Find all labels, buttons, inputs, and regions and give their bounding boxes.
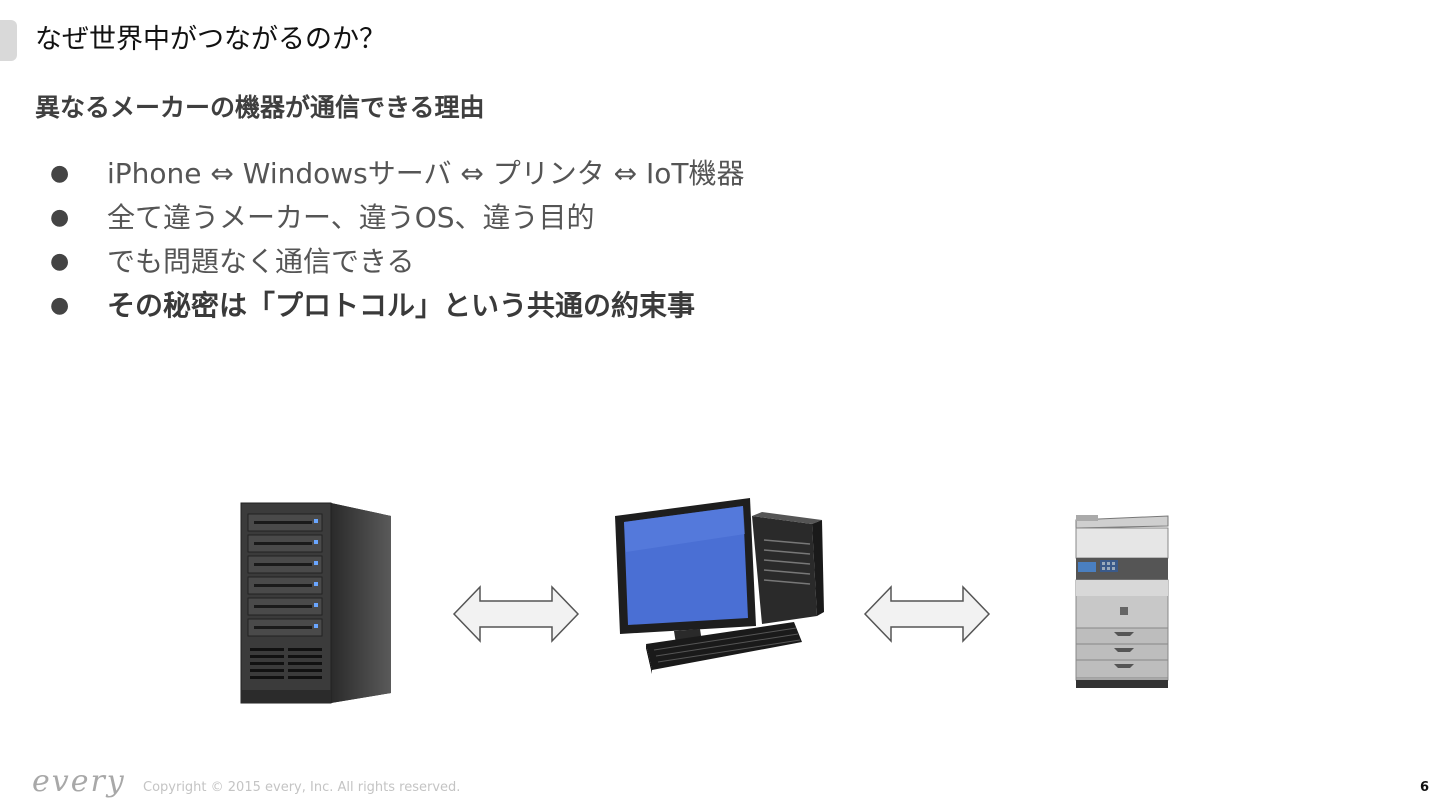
bullet-text: でも問題なく通信できる <box>107 245 415 278</box>
bullet-text-emphasis: その秘密は「プロトコル」という共通の約束事 <box>107 289 696 322</box>
company-logo: every <box>32 764 126 799</box>
bullet-dot-icon: ● <box>50 161 70 186</box>
bullet-dot-icon: ● <box>50 293 70 318</box>
double-arrow-icon <box>863 585 991 643</box>
bullet-dot-icon: ● <box>50 249 70 274</box>
slide-title: なぜ世界中がつながるのか？ <box>35 24 386 55</box>
page-number: 6 <box>1419 780 1429 795</box>
desktop-pc-icon <box>615 498 824 674</box>
bullet-text: 全て違うメーカー、違うOS、違う目的 <box>107 201 595 234</box>
printer-icon <box>1075 515 1169 688</box>
copyright-text: Copyright © 2015 every, Inc. All rights … <box>143 780 461 795</box>
bullet-text: iPhone ⇔ Windowsサーバ ⇔ プリンタ ⇔ IoT機器 <box>107 157 745 190</box>
slide-tab-marker <box>0 20 17 61</box>
bullet-dot-icon: ● <box>50 205 70 230</box>
double-arrow-icon <box>452 585 580 643</box>
server-icon <box>240 502 391 704</box>
slide-subtitle: 異なるメーカーの機器が通信できる理由 <box>35 93 485 122</box>
